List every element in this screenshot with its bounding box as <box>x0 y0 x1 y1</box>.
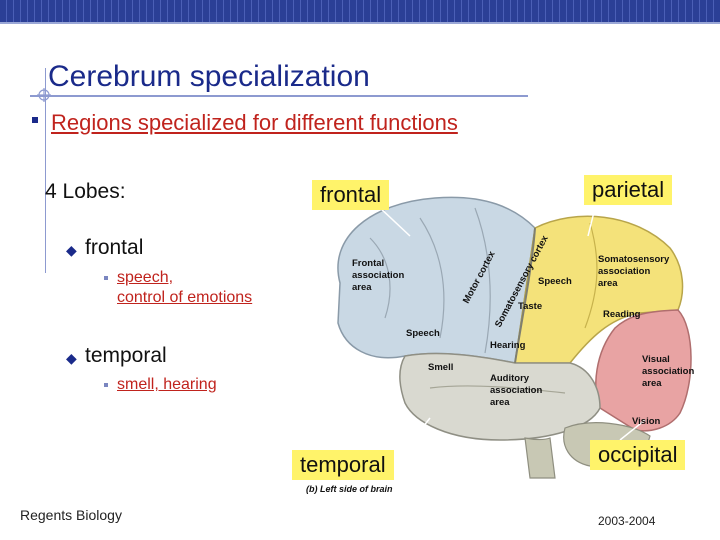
frontal-detail-line-1: speech, <box>117 269 174 286</box>
temporal-detail-link[interactable]: smell, hearing <box>117 375 217 395</box>
lobes-heading: 4 Lobes: <box>45 180 126 203</box>
top-banner-underline <box>0 22 720 24</box>
brainstem-region <box>524 437 556 479</box>
occipital-lobe-region <box>595 309 692 432</box>
leader-line-frontal <box>377 205 411 237</box>
sulcus-line <box>584 222 598 329</box>
temporal-tag: temporal <box>292 450 394 480</box>
top-banner <box>0 0 720 24</box>
lobe-item-temporal: temporal <box>85 344 167 367</box>
hearing-label: Hearing <box>490 340 526 351</box>
footer-year: 2003-2004 <box>598 514 656 528</box>
title-vertical-rule <box>45 68 46 273</box>
leader-line-occipital <box>619 419 646 441</box>
diamond-bullet-icon: ◆ <box>66 350 77 366</box>
occipital-tag: occipital <box>590 440 686 470</box>
slide-subtitle-link[interactable]: Regions specialized for different functi… <box>51 110 458 135</box>
vision-label: Vision <box>632 416 661 427</box>
sulcus-line <box>369 237 391 319</box>
bullet-square-icon <box>32 117 38 123</box>
central-sulcus <box>514 227 536 364</box>
speech-lower-label: Speech <box>406 328 440 339</box>
footer-course: Regents Biology <box>20 507 122 523</box>
smell-label: Smell <box>428 362 453 373</box>
reading-label: Reading <box>603 309 641 320</box>
parietal-lobe-region <box>514 215 684 364</box>
slide-title: Cerebrum specialization <box>48 60 370 93</box>
figure-caption: (b) Left side of brain <box>306 484 393 494</box>
diamond-bullet-icon: ◆ <box>66 242 77 258</box>
parietal-tag: parietal <box>584 175 673 205</box>
title-rule <box>30 95 528 97</box>
crosshair-icon <box>37 88 51 102</box>
frontal-tag: frontal <box>312 180 390 210</box>
sulcus-line <box>474 207 491 354</box>
taste-label: Taste <box>518 301 542 312</box>
sulcus-line <box>419 217 445 339</box>
leader-line-temporal <box>407 417 431 447</box>
temporal-detail-line-1: smell, hearing <box>117 376 217 393</box>
top-banner-stripes <box>0 0 720 22</box>
leader-line-parietal <box>587 207 596 237</box>
frontal-detail-link[interactable]: speech, control of emotions <box>117 268 252 308</box>
lobe-item-frontal: frontal <box>85 236 144 259</box>
frontal-detail-line-2: control of emotions <box>117 289 253 306</box>
sub-bullet-icon <box>104 383 108 387</box>
sulcus-line <box>429 385 566 394</box>
sub-bullet-icon <box>104 276 108 280</box>
speech-upper-label: Speech <box>538 276 572 287</box>
